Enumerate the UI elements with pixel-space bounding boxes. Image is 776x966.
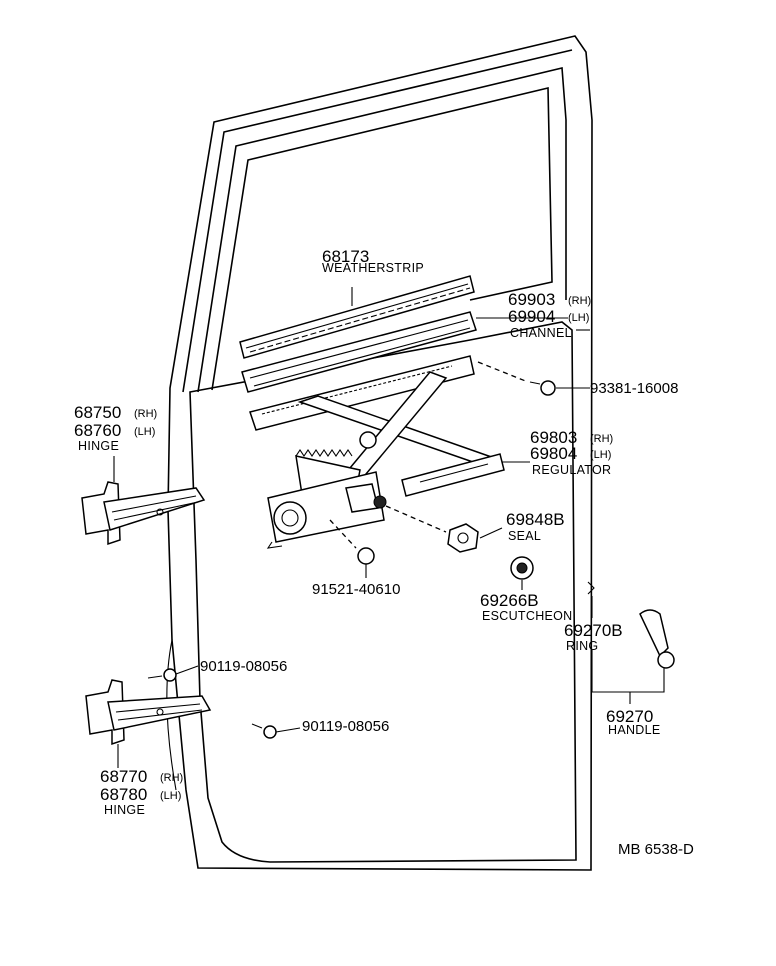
svg-text:CHANNEL: CHANNEL [510, 326, 572, 340]
svg-text:(LH): (LH) [160, 790, 181, 802]
svg-text:69270: 69270 [606, 707, 653, 726]
label-seal: 69848B SEAL [506, 510, 565, 543]
label-channel: 69903 (RH) 69904 (LH) CHANNEL [508, 290, 591, 340]
svg-text:69804: 69804 [530, 444, 577, 463]
svg-text:(LH): (LH) [568, 312, 589, 324]
svg-text:69848B: 69848B [506, 510, 565, 529]
svg-text:69803: 69803 [530, 428, 577, 447]
regulator-part [249, 355, 505, 549]
label-weatherstrip: 68173 WEATHERSTRIP [322, 247, 424, 275]
bolt-90119-a-part [147, 665, 199, 682]
svg-text:69266B: 69266B [480, 591, 539, 610]
escutcheon-part [510, 556, 534, 590]
svg-text:(RH): (RH) [590, 433, 613, 445]
svg-text:(LH): (LH) [590, 449, 611, 461]
svg-text:HINGE: HINGE [78, 439, 119, 453]
channel-part [241, 311, 568, 393]
ring-part [587, 581, 595, 618]
svg-text:(RH): (RH) [134, 408, 157, 420]
svg-text:REGULATOR: REGULATOR [532, 463, 611, 477]
label-regulator: 69803 (RH) 69804 (LH) REGULATOR [530, 428, 613, 477]
bolt-91521-part [329, 519, 375, 578]
label-lower-hinge: 68770 (RH) 68780 (LH) HINGE [100, 767, 183, 817]
seal-part [447, 523, 503, 553]
lower-hinge-part [85, 679, 212, 768]
svg-text:(LH): (LH) [134, 426, 155, 438]
label-bolt-91521: 91521-40610 [312, 581, 400, 598]
svg-text:69270B: 69270B [564, 621, 623, 640]
svg-text:WEATHERSTRIP: WEATHERSTRIP [322, 261, 424, 275]
label-bolt-90119-b: 90119-08056 [302, 718, 389, 735]
diagram-code: MB 6538-D [618, 841, 694, 858]
svg-text:(RH): (RH) [568, 295, 591, 307]
svg-text:HINGE: HINGE [104, 803, 145, 817]
svg-text:68760: 68760 [74, 421, 121, 440]
label-handle: 69270 HANDLE [606, 707, 661, 737]
weatherstrip-part [239, 275, 475, 359]
label-bolt-93381: 93381-16008 [590, 380, 678, 397]
svg-text:SEAL: SEAL [508, 529, 541, 543]
label-upper-hinge: 68750 (RH) 68760 (LH) HINGE [74, 403, 157, 453]
svg-text:69903: 69903 [508, 290, 555, 309]
label-ring: 69270B RING [564, 621, 623, 653]
svg-text:68750: 68750 [74, 403, 121, 422]
label-bolt-90119-a: 90119-08056 [200, 658, 287, 675]
svg-text:ESCUTCHEON: ESCUTCHEON [482, 609, 573, 623]
svg-text:68173: 68173 [322, 247, 369, 266]
handle-part [591, 609, 675, 704]
svg-text:HANDLE: HANDLE [608, 723, 661, 737]
svg-text:68780: 68780 [100, 785, 147, 804]
bolt-93381-part [529, 380, 590, 396]
upper-hinge-part [81, 456, 206, 546]
bolt-90119-b-part [251, 723, 301, 739]
svg-text:69904: 69904 [508, 307, 555, 326]
label-escutcheon: 69266B ESCUTCHEON [480, 591, 573, 623]
svg-text:(RH): (RH) [160, 772, 183, 784]
door-panel [166, 35, 593, 871]
svg-text:68770: 68770 [100, 767, 147, 786]
svg-text:RING: RING [566, 639, 598, 653]
